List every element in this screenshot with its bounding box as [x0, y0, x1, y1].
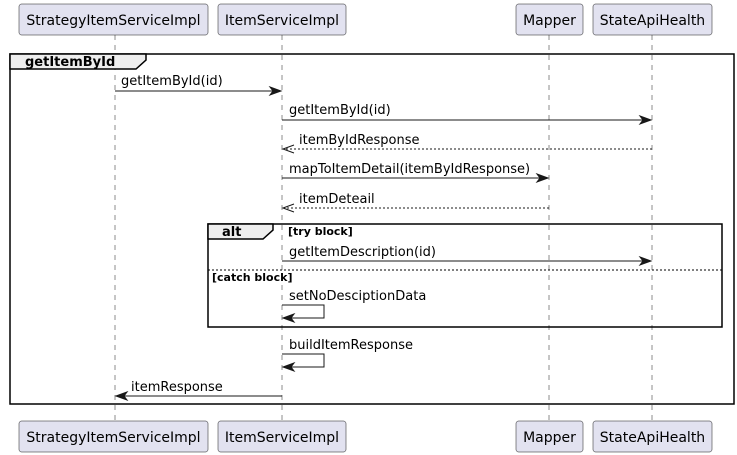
guard-try: [try block] — [288, 225, 353, 238]
message-label: getItemDescription(id) — [289, 245, 436, 260]
frame-get-item-by-id: getItemById — [9, 53, 735, 405]
participant-strategy-bottom[interactable]: StrategyItemServiceImpl — [18, 420, 209, 453]
message-label: getItemById(id) — [121, 74, 223, 89]
message-label: buildItemResponse — [289, 338, 413, 353]
participant-state-api-top[interactable]: StateApiHealth — [592, 3, 713, 36]
self-message: buildItemResponse — [281, 338, 413, 373]
participant-label: StrategyItemServiceImpl — [26, 13, 200, 29]
participant-strategy-top[interactable]: StrategyItemServiceImpl — [18, 3, 209, 36]
frame-alt: alt [try block] [catch block] — [207, 223, 723, 328]
frame-alt-title: alt — [222, 225, 241, 240]
participant-mapper-bottom[interactable]: Mapper — [515, 420, 584, 453]
participant-label: StateApiHealth — [600, 13, 705, 29]
message-label: itemDeteail — [299, 192, 375, 207]
participant-label: StrategyItemServiceImpl — [26, 430, 200, 446]
participant-label: StateApiHealth — [600, 430, 705, 446]
message-label: itemResponse — [131, 380, 223, 395]
message-label: itemByIdResponse — [299, 133, 420, 148]
participant-mapper-top[interactable]: Mapper — [515, 3, 584, 36]
participant-label: Mapper — [523, 430, 576, 446]
self-message: setNoDesciptionData — [281, 289, 426, 324]
message-label: getItemById(id) — [289, 103, 391, 118]
message: getItemById(id) — [115, 74, 283, 97]
participant-label: Mapper — [523, 13, 576, 29]
message: itemDeteail — [281, 192, 549, 213]
message: mapToItemDetail(itemByIdResponse) — [282, 162, 550, 184]
message-label: setNoDesciptionData — [289, 289, 426, 304]
participant-label: ItemServiceImpl — [225, 13, 339, 29]
message-label: mapToItemDetail(itemByIdResponse) — [289, 162, 530, 177]
message: getItemById(id) — [282, 103, 653, 126]
participant-state-api-bottom[interactable]: StateApiHealth — [592, 420, 713, 453]
participant-label: ItemServiceImpl — [225, 430, 339, 446]
participant-item-service-top[interactable]: ItemServiceImpl — [217, 3, 347, 36]
message: itemResponse — [114, 380, 282, 402]
message: itemByIdResponse — [281, 133, 652, 154]
participant-item-service-bottom[interactable]: ItemServiceImpl — [217, 420, 347, 453]
guard-catch: [catch block] — [212, 271, 292, 284]
message: getItemDescription(id) — [282, 245, 653, 267]
frame-title: getItemById — [25, 55, 115, 70]
